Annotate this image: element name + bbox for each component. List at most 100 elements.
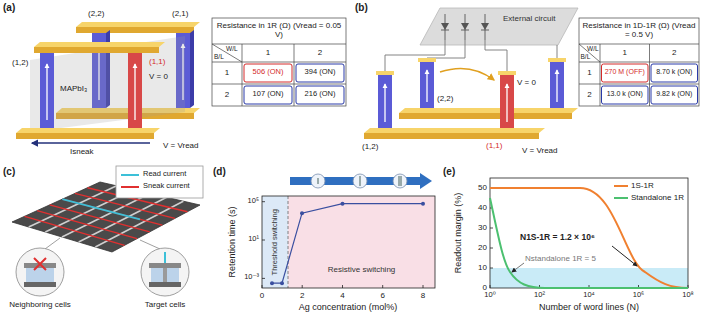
crossbar-array: [34, 258, 46, 270]
label-text: 506 (ON): [253, 68, 284, 77]
resistance-table: [242, 44, 243, 106]
crossbar-1r: [32, 142, 150, 144]
label-text: 216 (ON): [305, 90, 336, 99]
retention-chart: [262, 173, 435, 288]
legend-text: Read current: [143, 169, 186, 178]
label-text: V = 0: [149, 72, 168, 81]
label-text: 2: [225, 90, 229, 99]
retention-chart: [317, 178, 319, 184]
label-text: MAPbI₃: [60, 84, 87, 93]
crossbar-1r: [34, 42, 165, 47]
retention-chart: [398, 176, 402, 186]
retention-chart: [288, 196, 435, 288]
readout-margin-chart: [614, 185, 628, 187]
crossbar-1r: [128, 53, 142, 128]
label-text: 50: [478, 183, 487, 192]
legend-text: 1S-1R: [631, 181, 654, 190]
label-text: 10¹: [248, 235, 259, 244]
crossbar-1r: [16, 128, 160, 133]
resistance-table: [602, 86, 649, 104]
label-text: N1S-1R = 1.2 × 10⁶: [520, 233, 595, 243]
crossbar-1r: [16, 133, 154, 139]
label-text: 10⁴: [583, 291, 595, 300]
retention-chart: [359, 176, 361, 186]
crossbar-array: [164, 252, 166, 263]
crossbar-1d1r: [399, 113, 572, 119]
resistance-table: [651, 64, 698, 82]
crossbar-array: [151, 268, 179, 282]
crossbar-1r: [34, 47, 159, 53]
resistance-table: [579, 18, 699, 106]
label-text: 0: [260, 291, 264, 300]
readout-margin-chart: [490, 188, 688, 288]
retention-chart: [302, 285, 303, 288]
crossbar-1d1r: [364, 128, 545, 133]
label-text: 13.0 k (ON): [607, 90, 643, 98]
label-text: 4: [340, 291, 344, 300]
label-text: (1,1): [486, 141, 502, 150]
crossbar-1d1r: [461, 23, 469, 30]
node-text: Resistive switching: [328, 265, 396, 274]
crossbar-1d1r: [426, 70, 427, 102]
crossbar-array: [26, 268, 54, 282]
resistance-table: [212, 18, 346, 106]
legend-text: Sneak current: [143, 181, 190, 190]
retention-chart: [262, 240, 265, 241]
resistance-table: [579, 84, 699, 85]
retention-chart: [262, 201, 265, 202]
resistance-table: [651, 86, 698, 104]
crossbar-1d1r: [364, 133, 539, 139]
crossbar-1d1r: [420, 62, 434, 108]
crossbar-array: [140, 240, 160, 249]
retention-chart: [262, 278, 265, 279]
retention-chart: [300, 211, 304, 215]
label-text: (1,2): [12, 58, 28, 67]
label-text: V = Vread: [163, 141, 199, 150]
readout-margin-chart: [612, 246, 637, 266]
label-text: (1,2): [362, 142, 378, 151]
legend-item: Standalone 1R: [631, 193, 684, 202]
crossbar-1d1r: [557, 45, 558, 58]
resistance-table: [212, 44, 346, 45]
crossbar-1d1r: [441, 23, 449, 30]
retention-chart: [382, 285, 383, 288]
crossbar-1d1r: [440, 68, 494, 80]
crossbar-1d1r: [418, 58, 436, 62]
label-text: 6: [380, 291, 384, 300]
crossbar-1d1r: [548, 58, 566, 62]
crossbar-1d1r: [385, 40, 445, 71]
crossbar-1d1r: [427, 40, 465, 58]
resistance-table: [212, 84, 346, 85]
legend-item: Read current: [143, 170, 186, 179]
readout-margin-chart: [490, 268, 688, 288]
crossbar-1r: [40, 53, 54, 128]
resistance-table: [579, 44, 699, 45]
readout-margin-chart: [614, 197, 628, 199]
label-text: Number of word lines (N): [539, 302, 639, 312]
resistance-table: [649, 44, 650, 106]
crossbar-1d1r: [481, 23, 489, 30]
retention-chart: [280, 281, 284, 285]
label-text: B/L: [214, 53, 224, 60]
label-text: (b): [355, 2, 368, 14]
legend-text: Standalone 1R: [631, 193, 684, 202]
label-text: 10⁸: [682, 291, 694, 300]
label-text: 270 M (OFF): [605, 68, 645, 76]
crossbar-1r: [76, 22, 200, 27]
label-text: 1: [225, 68, 229, 77]
label-text: 1: [623, 48, 627, 57]
label-text: 10: [478, 263, 487, 272]
crossbar-array: [116, 166, 203, 198]
resistance-table: [212, 62, 346, 63]
crossbar-1d1r: [506, 84, 507, 122]
crossbar-array: [149, 282, 181, 287]
resistance-table: [579, 44, 600, 62]
crossbar-1r: [30, 36, 185, 132]
label-text: 10⁵: [248, 197, 259, 206]
label-text: 8.70 k (ON): [656, 68, 692, 76]
label-text: 2: [672, 48, 676, 57]
retention-chart: [270, 202, 425, 286]
legend-item: 1S-1R: [631, 181, 654, 190]
crossbar-1d1r: [441, 14, 489, 40]
resistance-table: [244, 64, 292, 82]
